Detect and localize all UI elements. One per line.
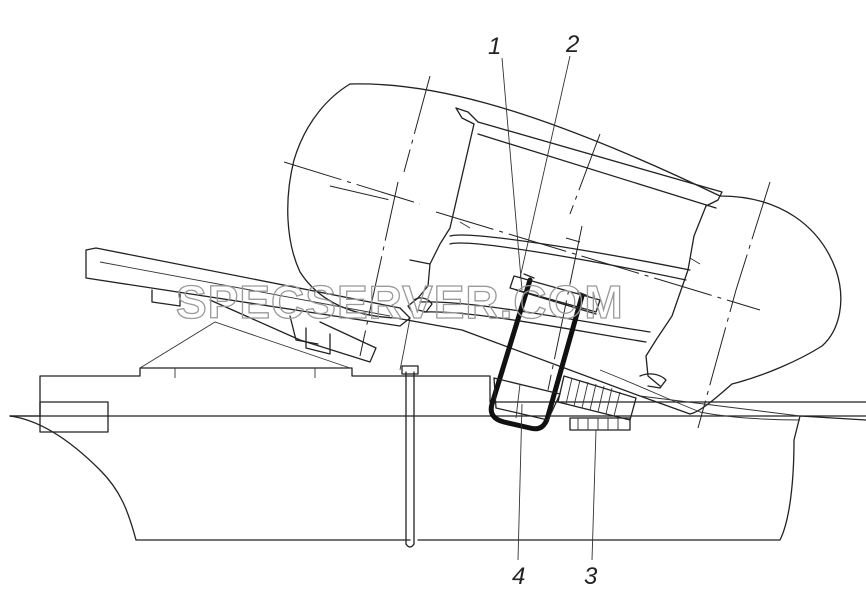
carrier-platform	[85, 247, 411, 371]
spare-tire	[287, 83, 842, 421]
leader-lines	[501, 55, 597, 561]
callout-4: 4	[512, 563, 525, 590]
watermark: SPECSERVER.COM	[176, 276, 624, 328]
u-bolt-clamp	[488, 273, 601, 432]
centre-lines	[283, 75, 771, 429]
support-block	[493, 377, 561, 421]
rubber-buffer	[557, 375, 637, 431]
vehicle-frame	[9, 321, 866, 541]
locking-rod	[401, 365, 419, 548]
leader-1	[501, 57, 523, 291]
leader-4	[517, 403, 523, 561]
callout-1: 1	[488, 33, 501, 60]
wheel-rim	[407, 107, 723, 389]
leader-2	[519, 55, 571, 279]
callout-3: 3	[584, 563, 598, 590]
callout-2: 2	[565, 31, 579, 58]
leader-3	[591, 429, 597, 561]
